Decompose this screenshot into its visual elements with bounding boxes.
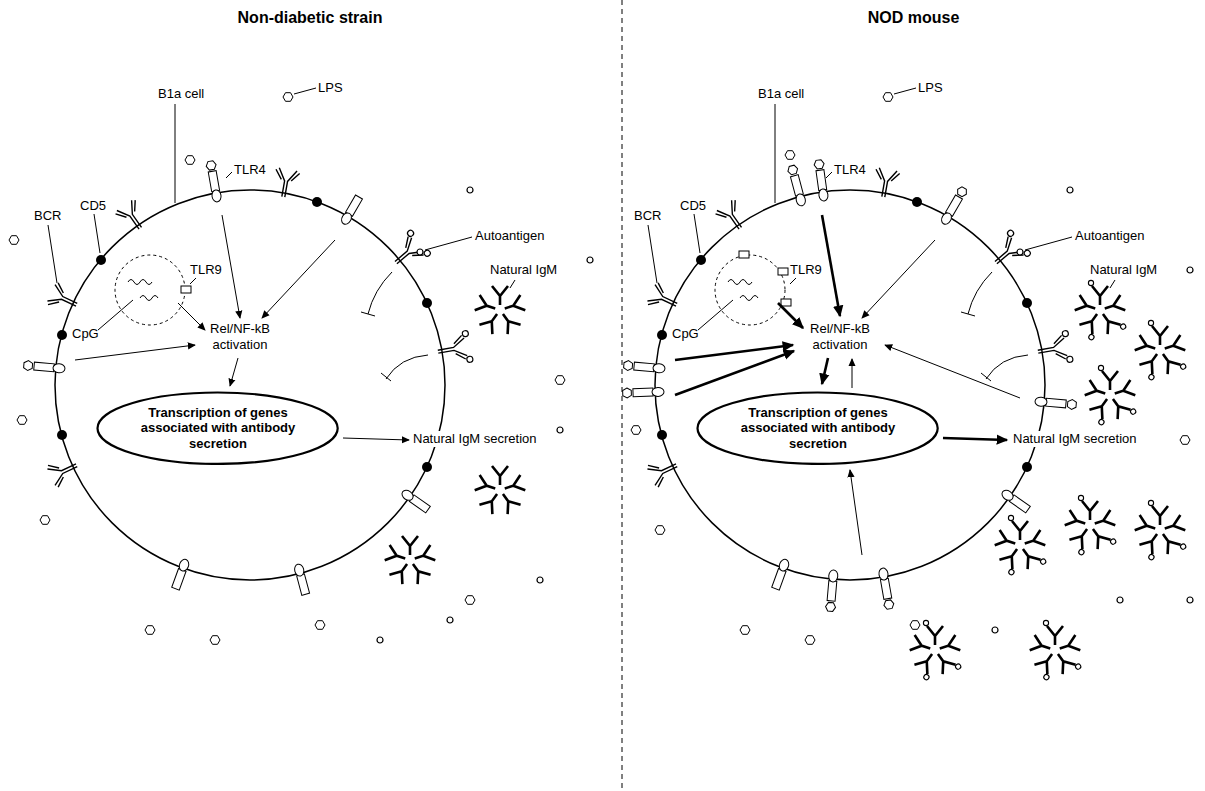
cell-label: B1a cell — [158, 86, 204, 102]
tlr9-label: TLR9 — [790, 262, 822, 278]
tlr-receptor — [1035, 396, 1077, 410]
tlr-receptor — [1000, 488, 1031, 513]
igm-pentamer — [1030, 620, 1082, 680]
igm-pentamer — [1065, 495, 1117, 555]
pathway-label: Rel/NF-kB activation — [800, 321, 880, 352]
tlr-receptor — [400, 488, 431, 513]
tlr-receptor — [825, 570, 839, 612]
cd5-label: CD5 — [80, 198, 106, 214]
tlr-receptor — [771, 558, 790, 590]
igm-pentamer — [475, 286, 526, 334]
cpg-label: CpG — [72, 326, 99, 342]
cd5-label: CD5 — [680, 198, 706, 214]
tlr4-receptor — [787, 165, 807, 207]
igm-pentamer — [385, 536, 436, 584]
autoantigen-molecules — [992, 187, 1193, 633]
igm-label: Natural IgM — [490, 262, 557, 278]
secretion-label: Natural IgM secretion — [410, 431, 540, 447]
left-panel-art — [9, 156, 593, 645]
lps-molecules — [631, 151, 1190, 645]
igm-pentamer — [910, 620, 962, 680]
bcr-label: BCR — [634, 208, 661, 224]
tlr4-label: TLR4 — [234, 162, 266, 178]
process-ellipse: Transcription of genes associated with a… — [96, 391, 339, 465]
tlr-receptor — [623, 360, 665, 374]
tlr-receptor — [23, 360, 65, 374]
ellipse-shape — [98, 392, 338, 463]
node-text: Transcription of genes associated with a… — [138, 405, 298, 452]
pathway-label: Rel/NF-kB activation — [200, 321, 280, 352]
lps-label: LPS — [318, 80, 343, 96]
autoantigen-label: Autoantigen — [1075, 228, 1144, 244]
tlr4-receptor — [814, 159, 830, 201]
secretion-label: Natural IgM secretion — [1010, 431, 1140, 447]
panel-heading: NOD mouse — [622, 8, 1205, 27]
igm-pentamer — [475, 466, 526, 514]
right-panel-art — [623, 151, 1193, 681]
b1a-cell-right — [646, 88, 1115, 580]
tlr9-receptors — [739, 251, 791, 306]
tlr9-label: TLR9 — [190, 262, 222, 278]
igm-pentamer — [1075, 280, 1127, 340]
panel-heading: Non-diabetic strain — [0, 8, 620, 27]
igm-label: Natural IgM — [1090, 262, 1157, 278]
tlr-receptor — [171, 558, 190, 590]
cell-label: B1a cell — [758, 86, 804, 102]
tlr4-label: TLR4 — [834, 162, 866, 178]
tlr-receptor — [293, 563, 310, 595]
igm-pentamer — [995, 515, 1047, 575]
lps-label: LPS — [918, 80, 943, 96]
tlr-receptor — [878, 567, 895, 609]
igm-pentamer — [1085, 365, 1137, 425]
autoantigen-molecules — [377, 187, 593, 643]
igm-pentamer — [1135, 500, 1187, 560]
autoantigen-label: Autoantigen — [475, 228, 544, 244]
bcr-label: BCR — [34, 208, 61, 224]
lps-molecules — [9, 156, 565, 645]
b1a-cell-left — [46, 88, 515, 580]
ellipse-shape — [698, 392, 938, 463]
tlr4-receptor — [205, 160, 222, 202]
process-ellipse: Transcription of genes associated with a… — [696, 391, 939, 465]
tlr-receptor — [623, 387, 665, 398]
tlr-receptor — [340, 195, 363, 226]
igm-pentamer — [1135, 320, 1187, 380]
cpg-label: CpG — [672, 326, 699, 342]
tlr9-receptor — [181, 286, 191, 293]
node-text: Transcription of genes associated with a… — [738, 405, 898, 452]
tlr-receptor — [939, 186, 968, 227]
